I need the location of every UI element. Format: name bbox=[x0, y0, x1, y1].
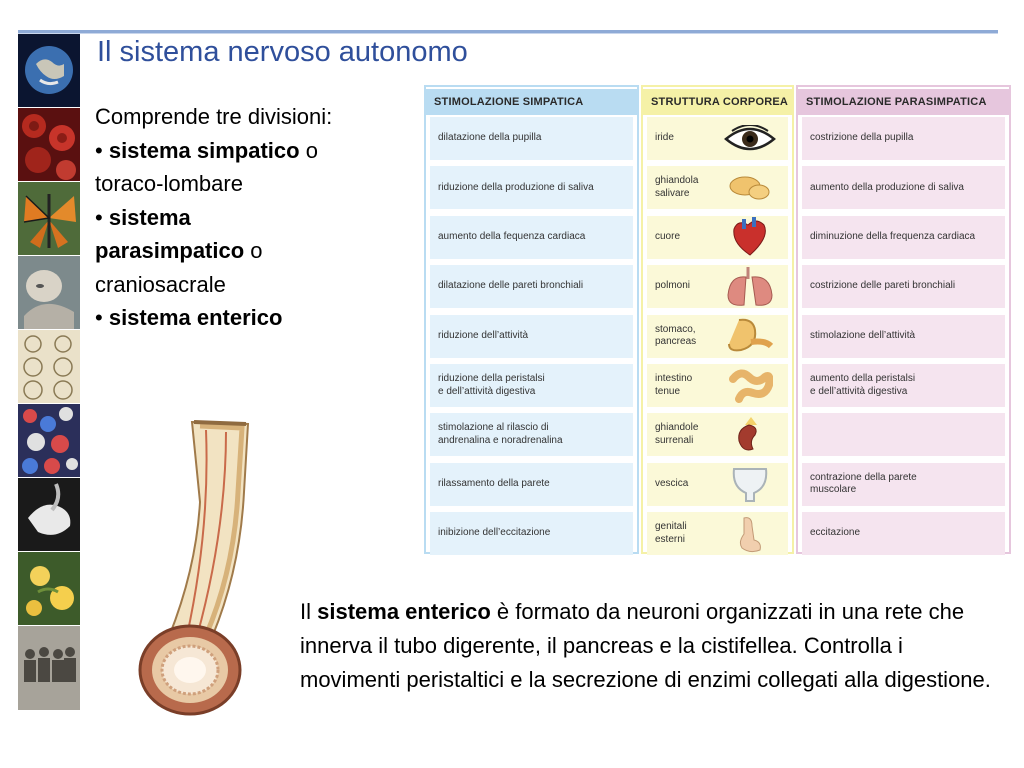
list-item-simpatico: • sistema simpatico o bbox=[95, 137, 318, 163]
parasympathetic-column: STIMOLAZIONE PARASIMPATICA costrizione d… bbox=[796, 85, 1011, 556]
structure-cell-text: vescica bbox=[655, 478, 689, 490]
structure-cell: cuore bbox=[647, 215, 788, 259]
salivary-gland-icon bbox=[720, 166, 780, 209]
decorative-image-strip bbox=[18, 34, 80, 710]
parasympathetic-cell-text: stimolazione dell’attività bbox=[810, 329, 916, 341]
parasympathetic-cell-text: eccitazione bbox=[810, 527, 861, 539]
sympathetic-cell-text: riduzione della peristalsi e dell’attivi… bbox=[438, 373, 545, 397]
sympathetic-cell: rilassamento della parete bbox=[430, 462, 633, 506]
parasympathetic-cell: diminuzione della frequenza cardiaca bbox=[802, 215, 1005, 259]
structure-cell-text: cuore bbox=[655, 231, 681, 243]
term-parasimpatico-b: parasimpatico bbox=[95, 238, 245, 263]
enteric-description: Il sistema enterico è formato da neuroni… bbox=[300, 599, 991, 692]
parasympathetic-cell-text: aumento della produzione di saliva bbox=[810, 181, 964, 193]
structure-cell: intestino tenue bbox=[647, 364, 788, 407]
structure-cell-text: intestino tenue bbox=[655, 373, 693, 397]
sympathetic-cell: riduzione dell’attività bbox=[430, 314, 633, 358]
structure-cell: polmoni bbox=[647, 265, 788, 309]
sympathetic-cell-text: aumento della fequenza cardiaca bbox=[438, 231, 586, 243]
parasympathetic-cell-text: diminuzione della frequenza cardiaca bbox=[810, 231, 976, 243]
sympathetic-column: STIMOLAZIONE SIMPATICA dilatazione della… bbox=[424, 85, 639, 556]
list-item-simpatico-alias: toraco-lombare bbox=[95, 171, 243, 196]
parasympathetic-cell: stimolazione dell’attività bbox=[802, 314, 1005, 358]
stomach-icon bbox=[720, 315, 780, 358]
sympathetic-cell-text: inibizione dell’eccitazione bbox=[438, 527, 551, 539]
parasympathetic-cell-text: aumento della peristalsi e dell’attività… bbox=[810, 373, 916, 397]
structure-cell: ghiandole surrenali bbox=[647, 413, 788, 457]
bullet-marker: • bbox=[95, 137, 103, 163]
bullet-marker: • bbox=[95, 305, 103, 330]
sympathetic-cell-text: rilassamento della parete bbox=[438, 478, 550, 490]
divisions-list: Comprende tre divisioni: • sistema simpa… bbox=[95, 100, 415, 335]
slide-title: Il sistema nervoso autonomo bbox=[97, 36, 468, 68]
group-photo-image bbox=[18, 626, 80, 710]
butterfly-image bbox=[18, 182, 80, 255]
term-enterico-paragraph: sistema enterico bbox=[317, 599, 491, 624]
parasympathetic-header: STIMOLAZIONE PARASIMPATICA bbox=[798, 89, 1009, 115]
sympathetic-cell-text: dilatazione della pupilla bbox=[438, 132, 542, 144]
parasympathetic-cell: costrizione della pupilla bbox=[802, 117, 1005, 160]
parasympathetic-cell: aumento della produzione di saliva bbox=[802, 166, 1005, 210]
structure-cell: ghiandola salivare bbox=[647, 166, 788, 210]
heart-icon bbox=[720, 216, 780, 259]
genitals-icon bbox=[720, 512, 780, 555]
sympathetic-cell: dilatazione della pupilla bbox=[430, 117, 633, 160]
parasympathetic-cell bbox=[802, 413, 1005, 457]
bullet-marker: • bbox=[95, 204, 103, 230]
sympathetic-cell-text: dilatazione delle pareti bronchiali bbox=[438, 280, 584, 292]
flower-image bbox=[18, 552, 80, 625]
structure-cell-text: iride bbox=[655, 132, 674, 144]
term-enterico: sistema enterico bbox=[108, 305, 283, 330]
title-rule bbox=[18, 30, 998, 33]
embryo-sketches-image bbox=[18, 330, 80, 403]
list-item-parasimpatico: • sistema bbox=[95, 201, 415, 235]
parasympathetic-cell-text: costrizione della pupilla bbox=[810, 132, 914, 144]
intestine-cross-section-illustration bbox=[130, 412, 290, 722]
portrait-image bbox=[18, 256, 80, 329]
sympathetic-cell: inibizione dell’eccitazione bbox=[430, 512, 633, 556]
earth-image bbox=[18, 34, 80, 107]
intestine-icon bbox=[720, 364, 780, 407]
structure-cell-text: stomaco, pancreas bbox=[655, 323, 697, 348]
sympathetic-cell: riduzione della peristalsi e dell’attivi… bbox=[430, 364, 633, 407]
list-item-parasimpatico-alias: craniosacrale bbox=[95, 271, 226, 297]
lungs-icon bbox=[720, 265, 780, 308]
parasympathetic-cell: eccitazione bbox=[802, 512, 1005, 556]
sympathetic-cell-text: riduzione della produzione di saliva bbox=[438, 181, 594, 193]
parasympathetic-cell-text: contrazione della parete muscolare bbox=[810, 471, 917, 496]
parasympathetic-cell-text: costrizione delle pareti bronchiali bbox=[810, 280, 956, 292]
list-item-enterico: • sistema enterico bbox=[95, 301, 415, 335]
hand-image bbox=[18, 478, 80, 551]
structure-cell-text: polmoni bbox=[655, 280, 691, 292]
autonomic-comparison-table: STIMOLAZIONE SIMPATICA dilatazione della… bbox=[424, 85, 1011, 556]
list-intro: Comprende tre divisioni: bbox=[95, 104, 333, 129]
sympathetic-cell-text: riduzione dell’attività bbox=[438, 329, 529, 341]
sympathetic-cell: stimolazione al rilascio di andrenalina … bbox=[430, 413, 633, 457]
body-structure-column: STRUTTURA CORPOREA iride ghiandola saliva… bbox=[641, 85, 794, 556]
eye-icon bbox=[720, 117, 780, 160]
bladder-icon bbox=[720, 463, 780, 506]
structure-cell-text: ghiandola salivare bbox=[655, 175, 699, 199]
sympathetic-cell: dilatazione delle pareti bronchiali bbox=[430, 265, 633, 309]
title-rule-shadow bbox=[18, 33, 998, 34]
structure-cell-text: ghiandole surrenali bbox=[655, 422, 699, 446]
structure-cell: stomaco, pancreas bbox=[647, 314, 788, 358]
term-parasimpatico-a: sistema bbox=[108, 204, 191, 230]
parasympathetic-cell: aumento della peristalsi e dell’attività… bbox=[802, 364, 1005, 407]
term-simpatico: sistema simpatico bbox=[108, 137, 300, 163]
sympathetic-cell: aumento della fequenza cardiaca bbox=[430, 215, 633, 259]
structure-cell: vescica bbox=[647, 462, 788, 506]
structure-cell: genitali esterni bbox=[647, 512, 788, 556]
molecules-image bbox=[18, 404, 80, 477]
parasympathetic-cell: contrazione della parete muscolare bbox=[802, 462, 1005, 506]
structure-cell-text: genitali esterni bbox=[655, 521, 687, 545]
sympathetic-cell-text: stimolazione al rilascio di andrenalina … bbox=[438, 422, 563, 446]
parasympathetic-cell: costrizione delle pareti bronchiali bbox=[802, 265, 1005, 309]
structure-cell: iride bbox=[647, 117, 788, 160]
red-cells-image bbox=[18, 108, 80, 181]
sympathetic-header: STIMOLAZIONE SIMPATICA bbox=[426, 89, 637, 115]
body-structure-header: STRUTTURA CORPOREA bbox=[643, 89, 792, 115]
sympathetic-cell: riduzione della produzione di saliva bbox=[430, 166, 633, 210]
kidney-icon bbox=[720, 413, 780, 456]
